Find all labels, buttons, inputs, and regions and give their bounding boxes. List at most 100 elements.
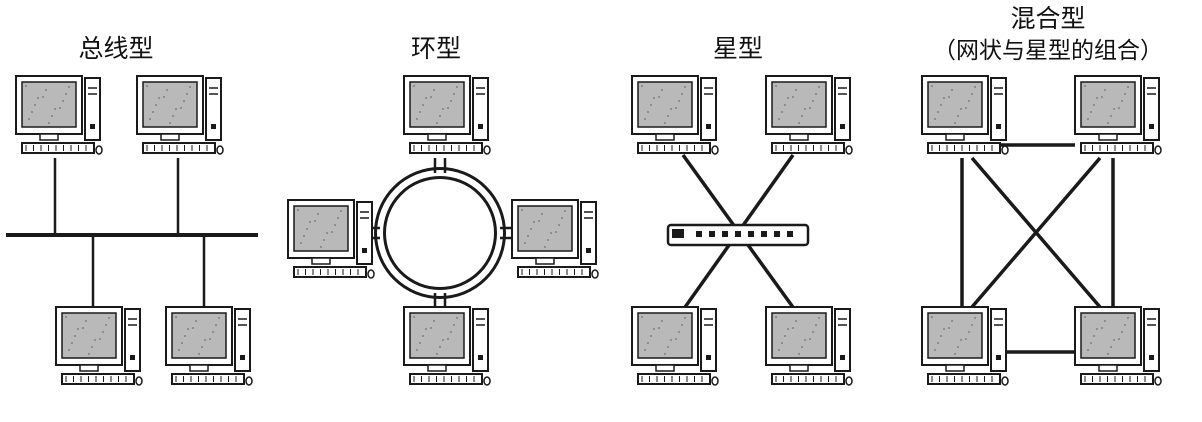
screen-texture [667, 115, 669, 117]
screen-texture [204, 339, 206, 341]
power-button [478, 124, 483, 129]
screen-texture [931, 316, 933, 318]
screen-texture [658, 96, 660, 98]
screen-texture [1121, 331, 1123, 333]
screen-texture [653, 97, 655, 99]
screen-texture [965, 338, 967, 340]
screen-texture [678, 100, 680, 102]
screen-texture [1113, 339, 1115, 341]
screen-texture [212, 331, 214, 333]
mouse [216, 145, 224, 155]
monitor-screen [771, 81, 827, 128]
monitor-stand [160, 133, 180, 141]
monitor-stand [945, 133, 965, 141]
screen-texture [547, 239, 549, 241]
screen-texture [792, 327, 794, 329]
monitor-stand [655, 133, 675, 141]
screen-texture [433, 89, 435, 91]
star-computer-bottom-right [765, 306, 853, 386]
screen-texture [931, 85, 933, 87]
screen-texture [815, 93, 817, 95]
screen-texture [678, 331, 680, 333]
screen-texture [297, 209, 299, 211]
screen-texture [430, 96, 432, 98]
screen-texture [34, 104, 36, 106]
screen-texture [940, 335, 942, 337]
screen-texture [192, 327, 194, 329]
screen-texture [664, 122, 666, 124]
mouse [1001, 376, 1009, 386]
screen-texture [684, 86, 686, 88]
screen-texture [951, 89, 953, 91]
screen-texture [433, 320, 435, 322]
monitor-screen [771, 312, 827, 359]
mouse [711, 145, 719, 155]
screen-texture [1090, 111, 1092, 113]
screen-texture [447, 107, 449, 109]
screen-texture [934, 349, 936, 351]
screen-texture [436, 122, 438, 124]
bus-topology-title: 总线型 [78, 34, 154, 63]
screen-texture [801, 115, 803, 117]
mouse [1154, 145, 1162, 155]
bus-computer-bottom-right [165, 306, 253, 386]
screen-texture [1093, 335, 1095, 337]
screen-texture [943, 97, 945, 99]
screen-texture [28, 118, 30, 120]
screen-texture [650, 104, 652, 106]
screen-texture [430, 327, 432, 329]
power-button [90, 124, 95, 129]
screen-texture [62, 100, 64, 102]
screen-texture [158, 97, 160, 99]
keyboard [61, 373, 135, 385]
monitor-stand [945, 364, 965, 372]
screen-texture [77, 328, 79, 330]
screen-texture [306, 228, 308, 230]
screen-texture [661, 320, 663, 322]
screen-texture [971, 93, 973, 95]
screen-texture [187, 328, 189, 330]
screen-texture [152, 111, 154, 113]
screen-texture [974, 86, 976, 88]
screen-texture [641, 316, 643, 318]
screen-texture [1124, 324, 1126, 326]
switch-port [722, 231, 728, 237]
screen-texture [937, 342, 939, 344]
power-button [1149, 124, 1154, 129]
monitor-screen [171, 312, 227, 359]
screen-texture [425, 328, 427, 330]
screen-texture [169, 122, 171, 124]
keyboard [21, 142, 95, 154]
screen-texture [85, 320, 87, 322]
screen-texture [1096, 328, 1098, 330]
screen-texture [957, 346, 959, 348]
screen-texture [664, 353, 666, 355]
hybrid-link-cable [970, 156, 1102, 309]
power-button [586, 248, 591, 253]
screen-texture [801, 346, 803, 348]
keyboard [171, 373, 245, 385]
mouse [367, 269, 375, 279]
screen-texture [195, 320, 197, 322]
screen-texture [314, 220, 316, 222]
screen-texture [647, 111, 649, 113]
screen-texture [186, 93, 188, 95]
screen-texture [317, 213, 319, 215]
screen-texture [795, 89, 797, 91]
screen-texture [25, 85, 27, 87]
screen-texture [422, 104, 424, 106]
hybrid-computer-top-left [921, 75, 1009, 155]
screen-texture [812, 100, 814, 102]
bus-computer-top-left [15, 75, 103, 155]
screen-texture [425, 97, 427, 99]
screen-texture [804, 108, 806, 110]
ring-computer-right [511, 199, 599, 279]
screen-texture [778, 349, 780, 351]
screen-texture [815, 324, 817, 326]
hybrid-computer-bottom-left [921, 306, 1009, 386]
screen-texture [818, 317, 820, 319]
hybrid-topology-title: 混合型 [1010, 4, 1086, 33]
monitor-stand [39, 133, 59, 141]
screen-texture [456, 317, 458, 319]
monitor-screen [293, 205, 349, 252]
